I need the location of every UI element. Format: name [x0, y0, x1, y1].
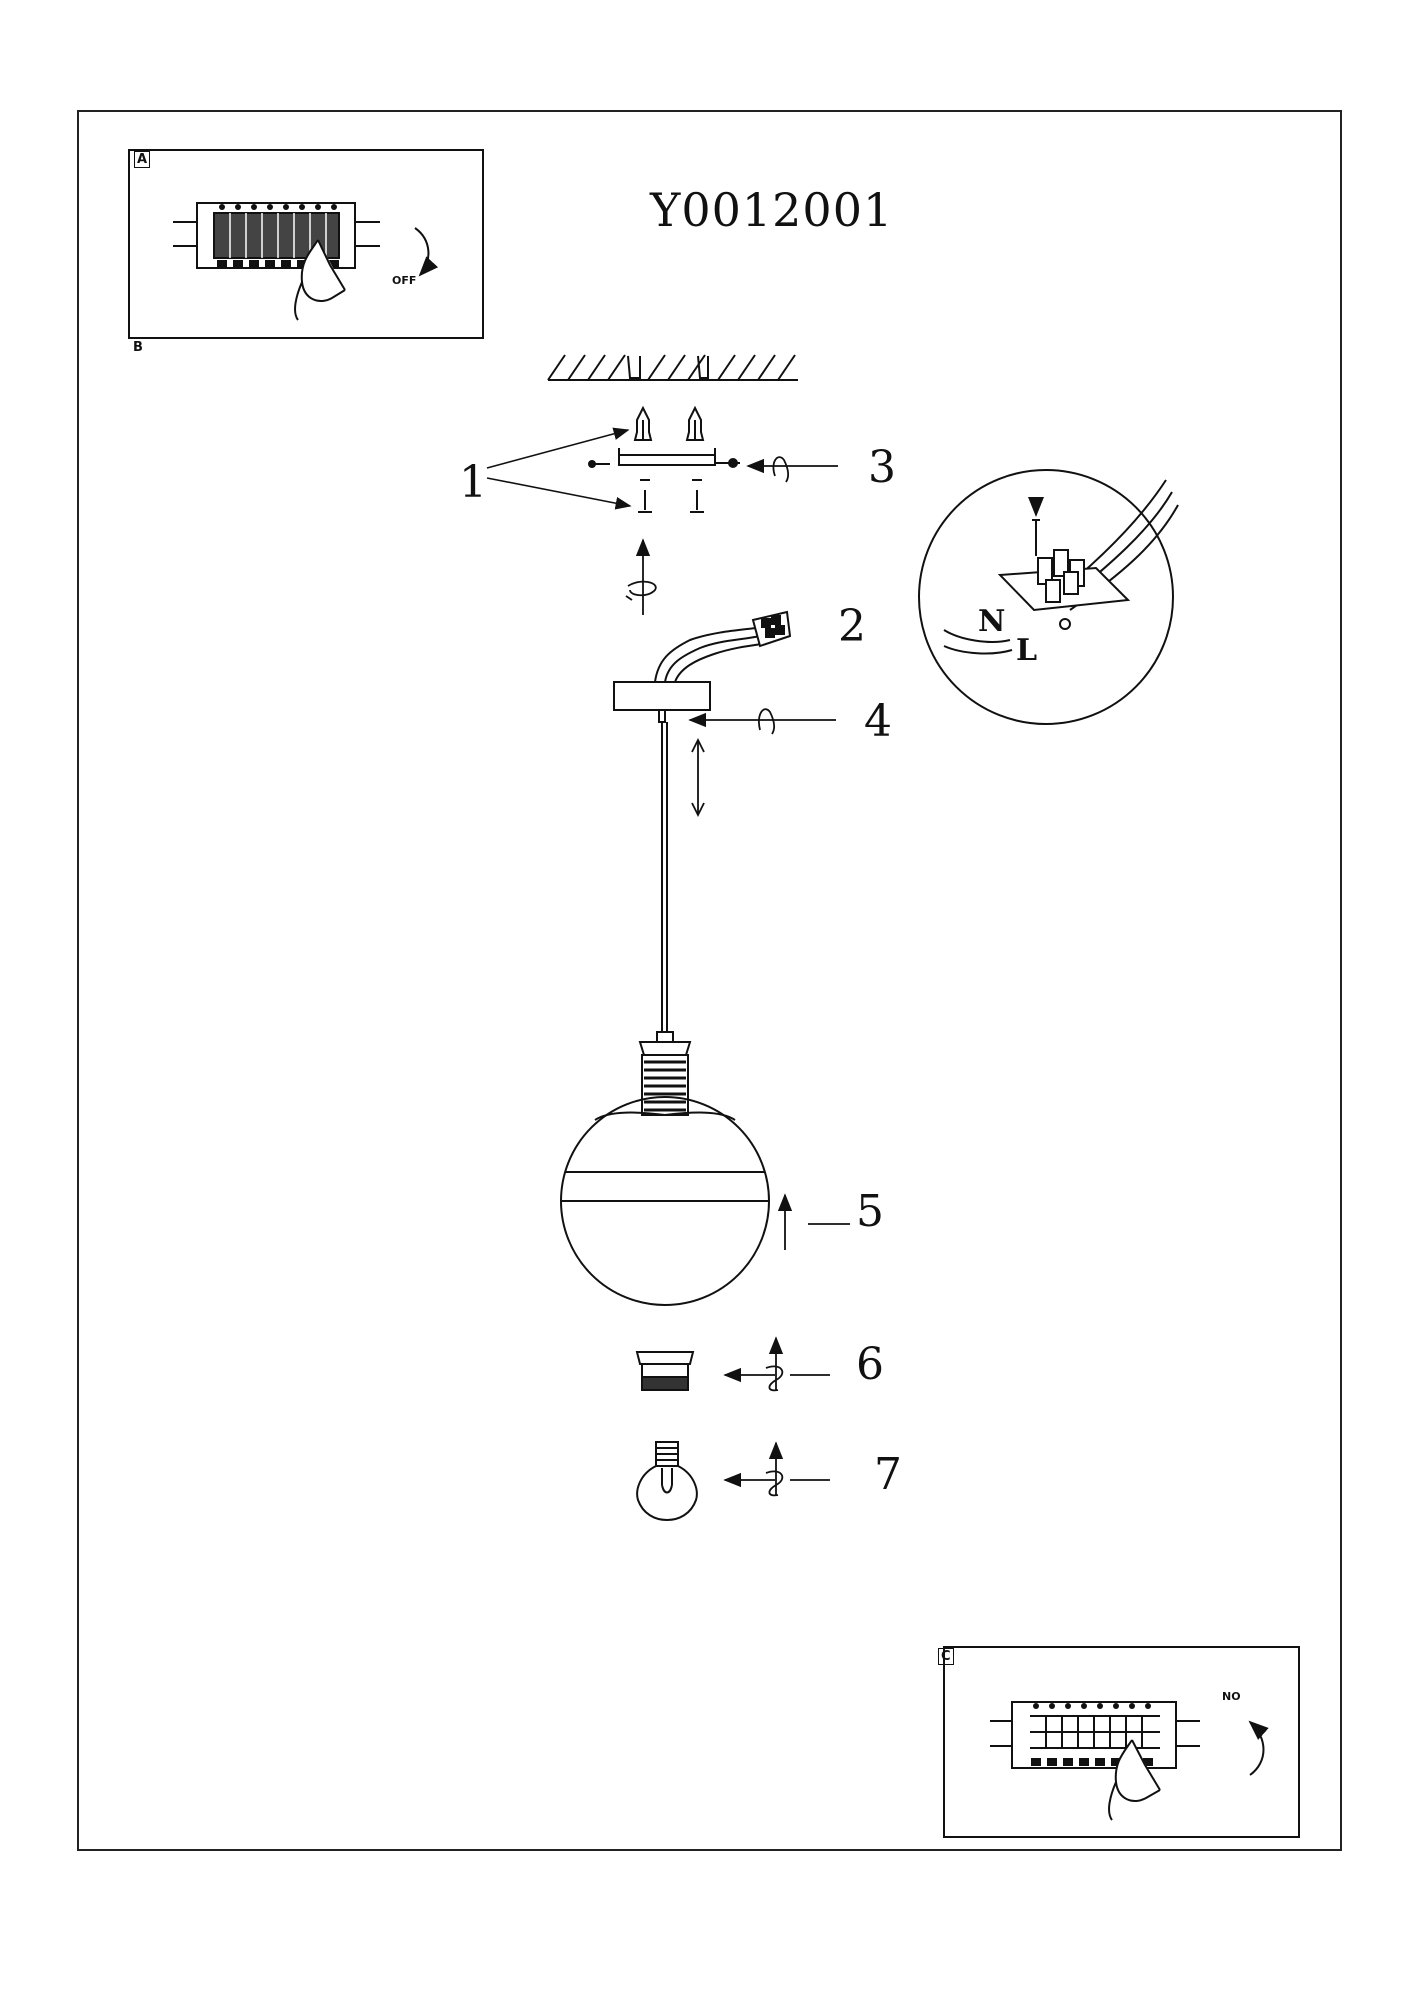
mounting-bracket — [588, 448, 740, 481]
callout-4-leader — [688, 708, 836, 818]
wiring-detail — [918, 469, 1179, 725]
callout-1: 1 — [459, 457, 487, 508]
ceiling — [547, 354, 798, 381]
live-label: L — [1016, 633, 1038, 668]
canopy — [613, 610, 792, 1032]
callout-5-leader — [777, 1193, 850, 1250]
callout-6-leader — [723, 1336, 830, 1392]
lock-ring — [635, 1351, 695, 1391]
model-code: Y0012001 — [650, 183, 894, 237]
screw-up-arrow — [625, 538, 657, 615]
page-border — [77, 110, 1342, 1851]
glass-globe — [560, 1096, 770, 1306]
panel-a-breaker-off — [128, 149, 484, 339]
lamp-holder — [638, 1031, 692, 1116]
wall-plugs — [633, 405, 705, 441]
callout-7: 7 — [874, 1449, 902, 1500]
light-bulb — [636, 1441, 698, 1522]
off-label: OFF — [392, 274, 417, 287]
panel-a-tag: A — [134, 151, 151, 168]
panel-c-breaker-on — [943, 1646, 1300, 1838]
panel-c-tag: C — [938, 1648, 954, 1665]
panel-b-tag: B — [133, 340, 143, 355]
callout-5: 5 — [856, 1186, 884, 1237]
neutral-label: N — [978, 604, 1006, 639]
callout-7-leader — [723, 1441, 830, 1497]
callout-4: 4 — [864, 696, 892, 747]
callout-2: 2 — [838, 601, 866, 652]
no-label: NO — [1222, 1690, 1241, 1703]
callout-3-leader — [746, 456, 838, 483]
screws — [638, 490, 704, 513]
callout-6: 6 — [856, 1339, 884, 1390]
callout-1-leaders — [486, 427, 632, 510]
callout-3: 3 — [868, 442, 896, 493]
